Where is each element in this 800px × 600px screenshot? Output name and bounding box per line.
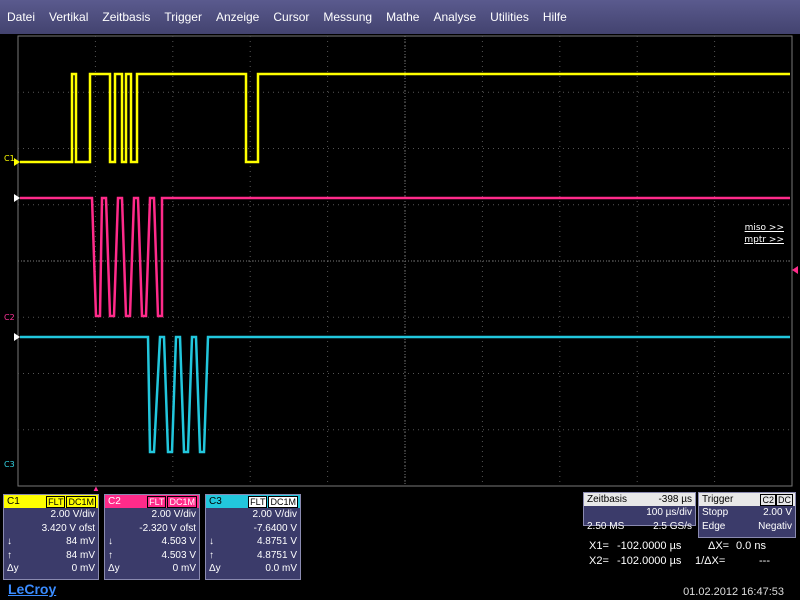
menu-item-analyse[interactable]: Analyse <box>433 10 477 24</box>
menu-item-zeitbasis[interactable]: Zeitbasis <box>102 10 151 24</box>
trigger-level: 2.00 V <box>763 507 792 518</box>
offset: -7.6400 V <box>253 522 297 534</box>
menu-item-mathe[interactable]: Mathe <box>386 10 420 24</box>
timebase-box[interactable]: Zeitbasis -398 µs 100 µs/div 2.50 MS 2.5 … <box>583 492 696 532</box>
up-cursor-value: 84 mV <box>66 549 95 561</box>
timestamp: 01.02.2012 16:47:53 <box>683 586 784 598</box>
inv-dx-label: 1/ΔX= <box>695 555 726 567</box>
lecroy-logo: LeCroy <box>8 581 57 597</box>
x1-value: -102.0000 µs <box>617 540 682 552</box>
delta-y-value: 0.0 mV <box>265 563 297 574</box>
down-arrow-icon: ↓ <box>209 536 214 547</box>
trigger-position-icon: ▲ <box>92 484 100 493</box>
up-arrow-icon: ↑ <box>7 549 12 561</box>
trigger-level-icon <box>792 266 798 274</box>
channel-offset-arrow-icon <box>14 194 20 202</box>
volts-per-div: 2.00 V/div <box>151 509 196 520</box>
c1-waveform <box>20 72 790 164</box>
up-cursor-value: 4.8751 V <box>256 549 297 561</box>
up-arrow-icon: ↑ <box>209 549 214 561</box>
timebase-delay: -398 µs <box>658 494 692 505</box>
menu-item-messung[interactable]: Messung <box>323 10 373 24</box>
down-cursor-value: 4.503 V <box>161 536 196 547</box>
channel-2-box[interactable]: C2 FLT DC1M 2.00 V/div -2.320 V ofst ↓ 4.… <box>104 494 200 580</box>
c1-level-marker[interactable]: C1 <box>4 154 15 163</box>
up-cursor-value: 4.503 V <box>161 549 196 561</box>
offset: -2.320 V ofst <box>139 522 196 534</box>
down-arrow-icon: ↓ <box>108 536 113 547</box>
waveform-grid <box>14 35 798 487</box>
menu-item-utilities[interactable]: Utilities <box>490 10 529 24</box>
x2-value: -102.0000 µs <box>617 555 682 567</box>
channel-1-box[interactable]: C1 FLT DC1M 2.00 V/div 3.420 V ofst ↓ 84 … <box>3 494 99 580</box>
dx-value: 0.0 ns <box>736 540 766 552</box>
trigger-coupling: DC <box>776 494 793 506</box>
trigger-mode: Stopp <box>702 507 729 518</box>
coupling-tag: DC1M <box>66 496 96 508</box>
trigger-title: Trigger <box>702 494 734 505</box>
volts-per-div: 2.00 V/div <box>252 509 297 520</box>
scope-display[interactable]: C1 C2 C3 miso >> mptr >> <box>0 34 800 488</box>
menu-item-cursor[interactable]: Cursor <box>273 10 310 24</box>
down-cursor-value: 4.8751 V <box>256 536 297 547</box>
timebase-title: Zeitbasis <box>587 494 628 505</box>
channel-3-box[interactable]: C3 FLT DC1M 2.00 V/div -7.6400 V ↓ 4.8751… <box>205 494 301 580</box>
delta-y-label: Δy <box>7 563 19 574</box>
channel-offset-arrow-icon <box>14 333 20 341</box>
menu-item-hilfe[interactable]: Hilfe <box>542 10 567 24</box>
mptr-label[interactable]: mptr >> <box>744 235 784 245</box>
c2-level-marker[interactable]: C2 <box>4 313 15 322</box>
menu-bar: Datei Vertikal Zeitbasis Trigger Anzeige Curs… <box>0 0 800 34</box>
volts-per-div: 2.00 V/div <box>50 509 95 520</box>
down-arrow-icon: ↓ <box>7 536 12 547</box>
cursor-readout: X1= -102.0000 µs ΔX= 0.0 ns X2= -102.000… <box>583 540 793 570</box>
menu-item-anzeige[interactable]: Anzeige <box>215 10 260 24</box>
trigger-source: C2 <box>760 494 776 506</box>
x1-label: X1= <box>589 540 609 552</box>
delta-y-label: Δy <box>209 563 221 574</box>
delta-y-value: 0 mV <box>172 563 196 574</box>
offset: 3.420 V ofst <box>41 522 95 534</box>
time-per-div: 100 µs/div <box>646 507 692 518</box>
channel-name: C3 <box>209 496 222 507</box>
channel-name: C1 <box>7 496 20 507</box>
trigger-type: Edge <box>702 520 726 532</box>
sample-rate: 2.5 GS/s <box>653 520 692 532</box>
c2-waveform <box>20 196 790 318</box>
coupling-tag: DC1M <box>268 496 298 508</box>
miso-label[interactable]: miso >> <box>744 223 784 233</box>
filter-tag: FLT <box>248 496 268 508</box>
menu-item-trigger[interactable]: Trigger <box>164 10 202 24</box>
down-cursor-value: 84 mV <box>66 536 95 547</box>
channel-name: C2 <box>108 496 121 507</box>
dx-label: ΔX= <box>708 540 730 552</box>
c3-level-marker[interactable]: C3 <box>4 460 15 469</box>
up-arrow-icon: ↑ <box>108 549 113 561</box>
trigger-slope: Negativ <box>758 520 792 532</box>
menu-item-datei[interactable]: Datei <box>7 10 36 24</box>
delta-y-value: 0 mV <box>71 563 95 574</box>
status-panel: ▲ C1 FLT DC1M 2.00 V/div 3.420 V ofst ↓ 8… <box>0 484 800 600</box>
x2-label: X2= <box>589 555 609 567</box>
channel-offset-arrow-icon <box>14 158 20 166</box>
c3-waveform <box>20 335 790 454</box>
menu-item-vertikal[interactable]: Vertikal <box>49 10 89 24</box>
filter-tag: FLT <box>46 496 66 508</box>
sample-count: 2.50 MS <box>587 520 625 532</box>
inv-dx-value: --- <box>759 555 770 567</box>
delta-y-label: Δy <box>108 563 120 574</box>
coupling-tag: DC1M <box>167 496 197 508</box>
filter-tag: FLT <box>147 496 167 508</box>
